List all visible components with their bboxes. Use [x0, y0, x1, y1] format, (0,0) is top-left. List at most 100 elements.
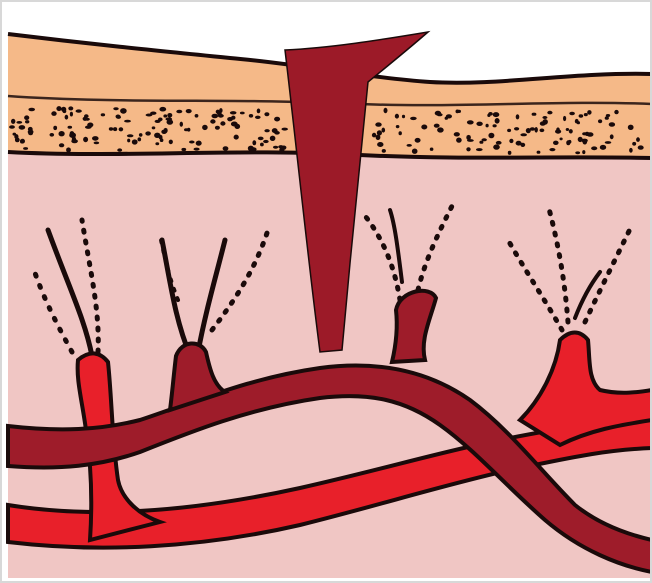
granule-dot	[145, 131, 151, 135]
granule-dot	[487, 114, 490, 117]
granule-dot	[154, 133, 160, 138]
granule-dot	[28, 130, 34, 135]
granule-dot	[540, 129, 545, 133]
granule-dot	[430, 148, 434, 151]
granule-dot	[117, 148, 122, 151]
granule-dot	[410, 117, 417, 120]
granule-dot	[235, 124, 241, 129]
granule-dot	[532, 113, 537, 116]
granule-dot	[257, 109, 261, 114]
granule-dot	[495, 118, 500, 124]
granule-dot	[167, 119, 174, 124]
granule-dot	[399, 131, 402, 135]
granule-dot	[180, 122, 183, 127]
granule-dot	[476, 148, 483, 151]
granule-dot	[120, 108, 127, 114]
granule-dot	[547, 111, 552, 115]
granule-dot	[24, 115, 29, 120]
granule-dot	[113, 107, 118, 110]
granule-dot	[535, 127, 538, 133]
granule-dot	[167, 113, 172, 118]
granule-dot	[549, 148, 555, 151]
granule-dot	[467, 120, 474, 124]
granule-dot	[248, 146, 254, 151]
granule-dot	[195, 114, 199, 118]
granule-dot	[189, 141, 195, 144]
granule-dot	[530, 127, 535, 131]
granule-dot	[258, 137, 264, 141]
granule-dot	[164, 128, 168, 133]
granule-dot	[375, 122, 381, 126]
granule-dot	[194, 148, 200, 151]
granule-dot	[493, 124, 497, 127]
granule-dot	[542, 116, 547, 119]
granule-dot	[553, 141, 559, 145]
granule-dot	[569, 129, 573, 133]
granule-dot	[282, 128, 288, 131]
granule-dot	[582, 150, 585, 154]
granule-dot	[116, 115, 121, 119]
granule-dot	[372, 133, 376, 138]
granule-dot	[605, 141, 612, 144]
granule-dot	[65, 115, 69, 120]
granule-dot	[516, 141, 522, 146]
granule-dot	[14, 134, 18, 139]
granule-dot	[109, 127, 113, 130]
granule-dot	[155, 142, 159, 145]
granule-dot	[158, 118, 163, 122]
granule-dot	[159, 107, 166, 112]
granule-dot	[446, 114, 452, 118]
granule-dot	[23, 147, 28, 150]
granule-dot	[598, 119, 602, 123]
granule-dot	[20, 139, 23, 143]
granule-dot	[575, 151, 580, 154]
granule-dot	[186, 109, 192, 113]
granule-dot	[395, 114, 399, 119]
granule-dot	[560, 138, 563, 141]
granule-dot	[273, 146, 278, 149]
granule-dot	[537, 151, 541, 154]
granule-dot	[543, 119, 548, 125]
granule-dot	[139, 133, 143, 137]
granule-dot	[87, 123, 93, 128]
granule-dot	[124, 120, 131, 123]
granule-dot	[63, 110, 67, 114]
granule-dot	[583, 139, 588, 144]
granule-dot	[51, 111, 56, 116]
granule-dot	[231, 116, 235, 120]
granule-dot	[402, 115, 405, 118]
granule-dot	[456, 138, 462, 143]
granule-dot	[249, 114, 253, 118]
granule-dot	[456, 110, 460, 114]
granule-dot	[202, 125, 208, 130]
granule-dot	[638, 145, 644, 149]
granule-dot	[563, 116, 566, 121]
granule-dot	[566, 140, 570, 145]
granule-dot	[591, 146, 597, 150]
granule-dot	[614, 110, 618, 114]
granule-dot	[600, 145, 606, 150]
granule-dot	[230, 111, 237, 114]
granule-dot	[587, 110, 591, 115]
granule-dot	[169, 140, 173, 145]
granule-dot	[119, 127, 124, 131]
granule-dot	[434, 124, 440, 128]
granule-dot	[25, 120, 29, 123]
granule-dot	[132, 139, 138, 144]
granule-dot	[255, 116, 261, 119]
granule-dot	[407, 144, 412, 147]
granule-dot	[415, 138, 421, 143]
granule-dot	[421, 125, 427, 130]
granule-dot	[163, 114, 167, 117]
granule-dot	[377, 130, 382, 135]
granule-dot	[493, 144, 500, 149]
granule-dot	[507, 129, 511, 132]
granule-dot	[252, 140, 256, 145]
granule-dot	[437, 127, 444, 132]
granule-dot	[260, 143, 264, 147]
granule-dot	[566, 128, 569, 131]
granule-dot	[636, 137, 640, 142]
granule-dot	[555, 129, 561, 133]
granule-dot	[466, 147, 470, 151]
